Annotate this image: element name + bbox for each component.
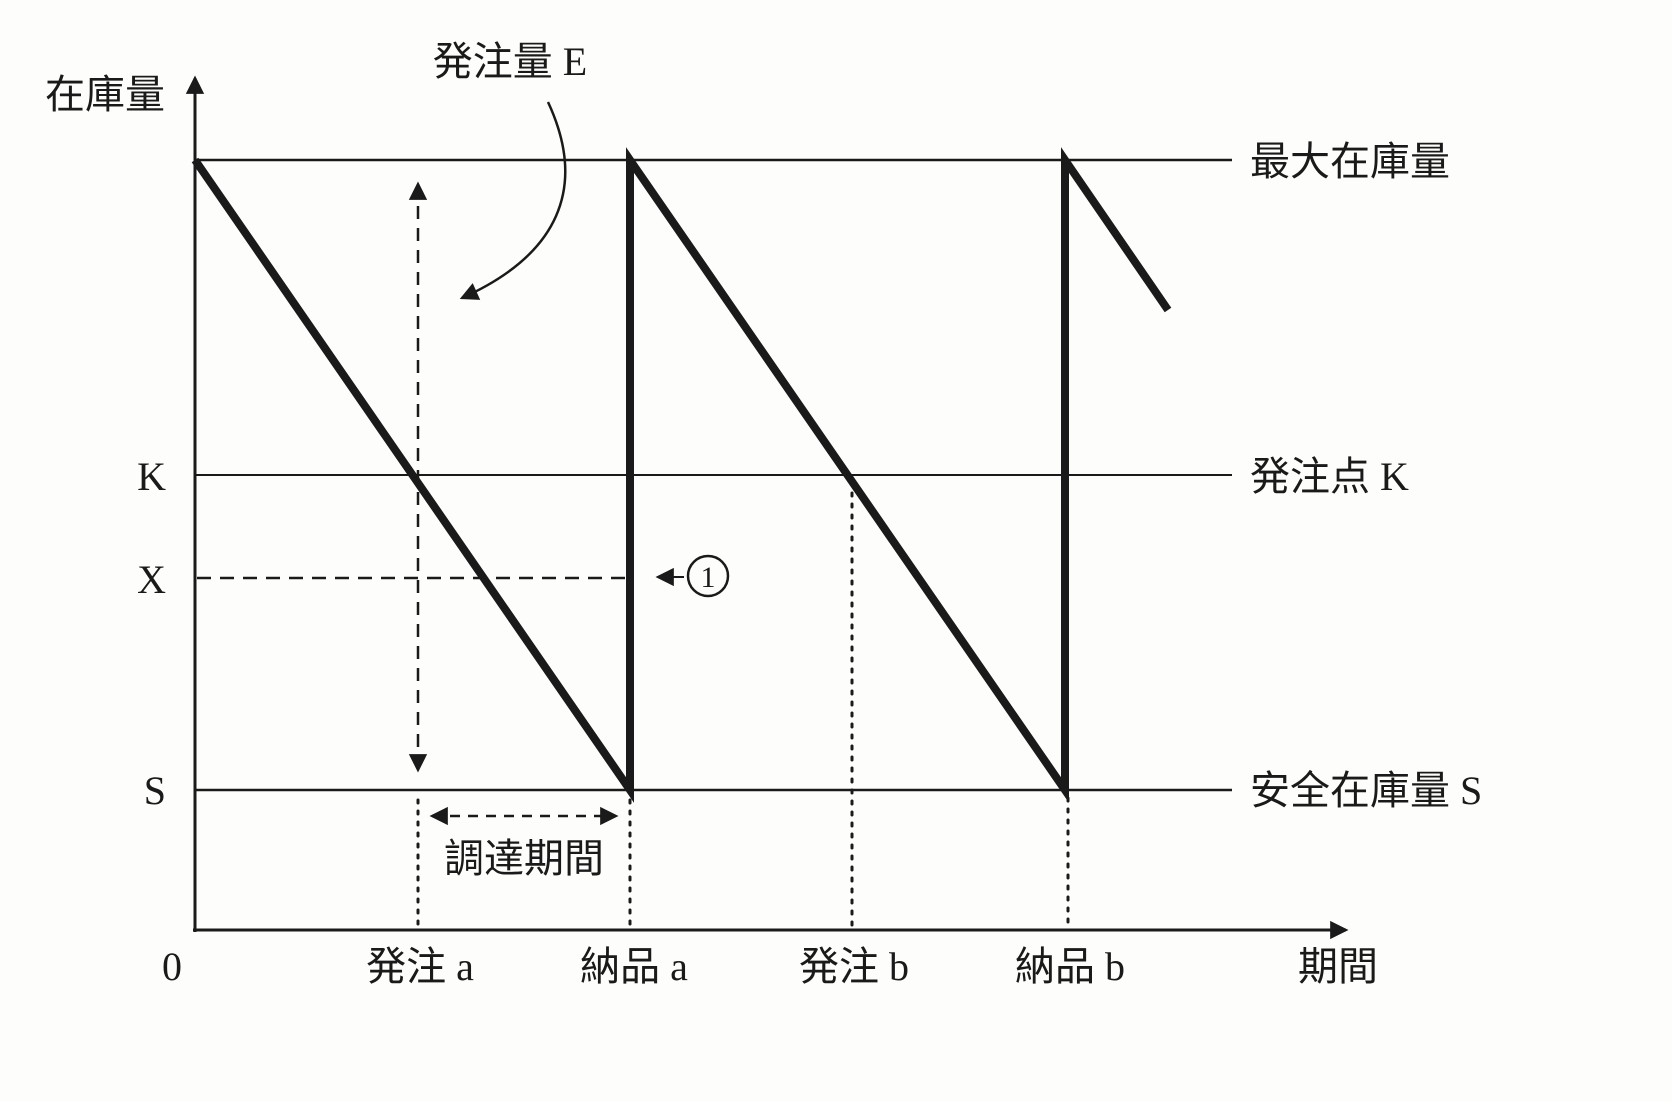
- y-tick-s: S: [144, 768, 166, 813]
- procurement-period-label: 調達期間: [444, 836, 604, 881]
- annotation-1-circle: [686, 554, 730, 598]
- x-label-delivery-a: 納品 a: [580, 944, 688, 989]
- y-axis-title: 在庫量: [45, 72, 165, 117]
- x-label-delivery-b: 納品 b: [1015, 944, 1125, 989]
- y-tick-x: X: [137, 557, 166, 602]
- max-inventory-label: 最大在庫量: [1250, 139, 1450, 184]
- y-tick-k: K: [137, 454, 166, 499]
- reorder-point-label: 発注点 K: [1250, 454, 1409, 499]
- safety-stock-label: 安全在庫量 S: [1250, 768, 1482, 813]
- x-axis-title: 期間: [1298, 944, 1378, 989]
- x-label-order-b: 発注 b: [799, 944, 909, 989]
- x-label-order-a: 発注 a: [366, 944, 474, 989]
- origin-label: 0: [162, 944, 182, 989]
- inventory-level-curve: [191, 147, 1172, 803]
- order-quantity-label: 発注量 E: [433, 39, 587, 84]
- order-quantity-callout-arrow: [459, 101, 567, 300]
- annotation-1-number: 1: [701, 561, 716, 594]
